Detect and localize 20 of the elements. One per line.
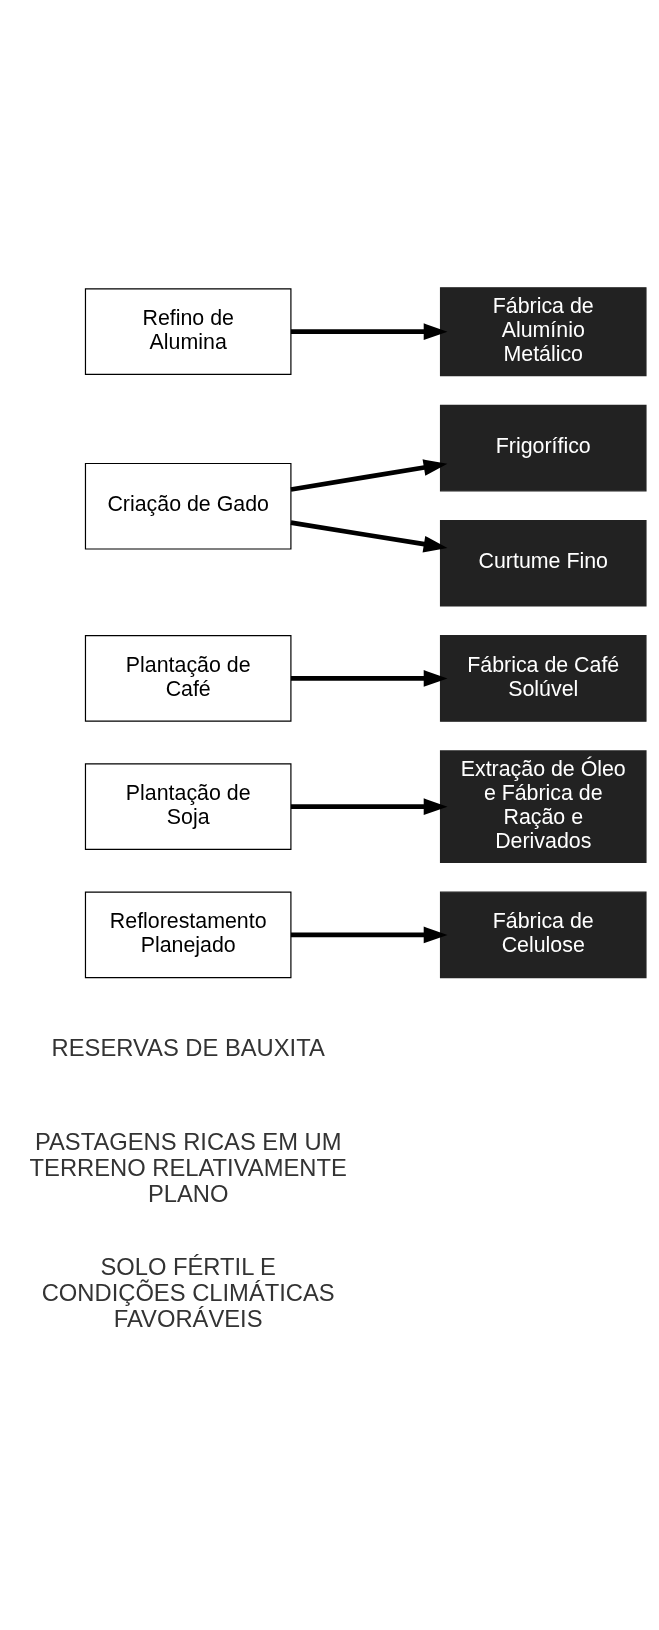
node-box: Reflorestamento Planejado xyxy=(84,891,292,979)
label: RESERVAS DE BAUXITA xyxy=(51,1034,325,1062)
arrow xyxy=(290,670,448,687)
node-box: Extração de Óleo e Fábrica de Ração e Derivados xyxy=(439,750,647,864)
arrow xyxy=(290,323,448,341)
arrow xyxy=(290,926,448,944)
arrow xyxy=(290,520,448,553)
node-box: Fábrica de Celulose xyxy=(439,891,647,979)
node-box: Curtume Fino xyxy=(439,519,647,607)
node-box: Frigorífico xyxy=(439,404,647,492)
arrow xyxy=(290,798,448,816)
label: PASTAGENS RICAS EM UM TERRENO RELATIVAMENTE PLANO xyxy=(29,1127,347,1208)
node-box: Fábrica de Café Solúvel xyxy=(439,635,647,722)
node-box: Fábrica de Alumínio Metálico xyxy=(439,287,647,377)
node-box: Criação de Gado xyxy=(84,462,292,550)
label: SOLO FÉRTIL E CONDIÇÕES CLIMÁTICAS FAVORÁVEIS xyxy=(41,1252,335,1332)
node-box: Plantação de Soja xyxy=(84,763,292,851)
node-box: Refino de Alumina xyxy=(84,288,292,376)
arrow xyxy=(290,459,448,492)
node-box: Plantação de Café xyxy=(84,635,292,722)
